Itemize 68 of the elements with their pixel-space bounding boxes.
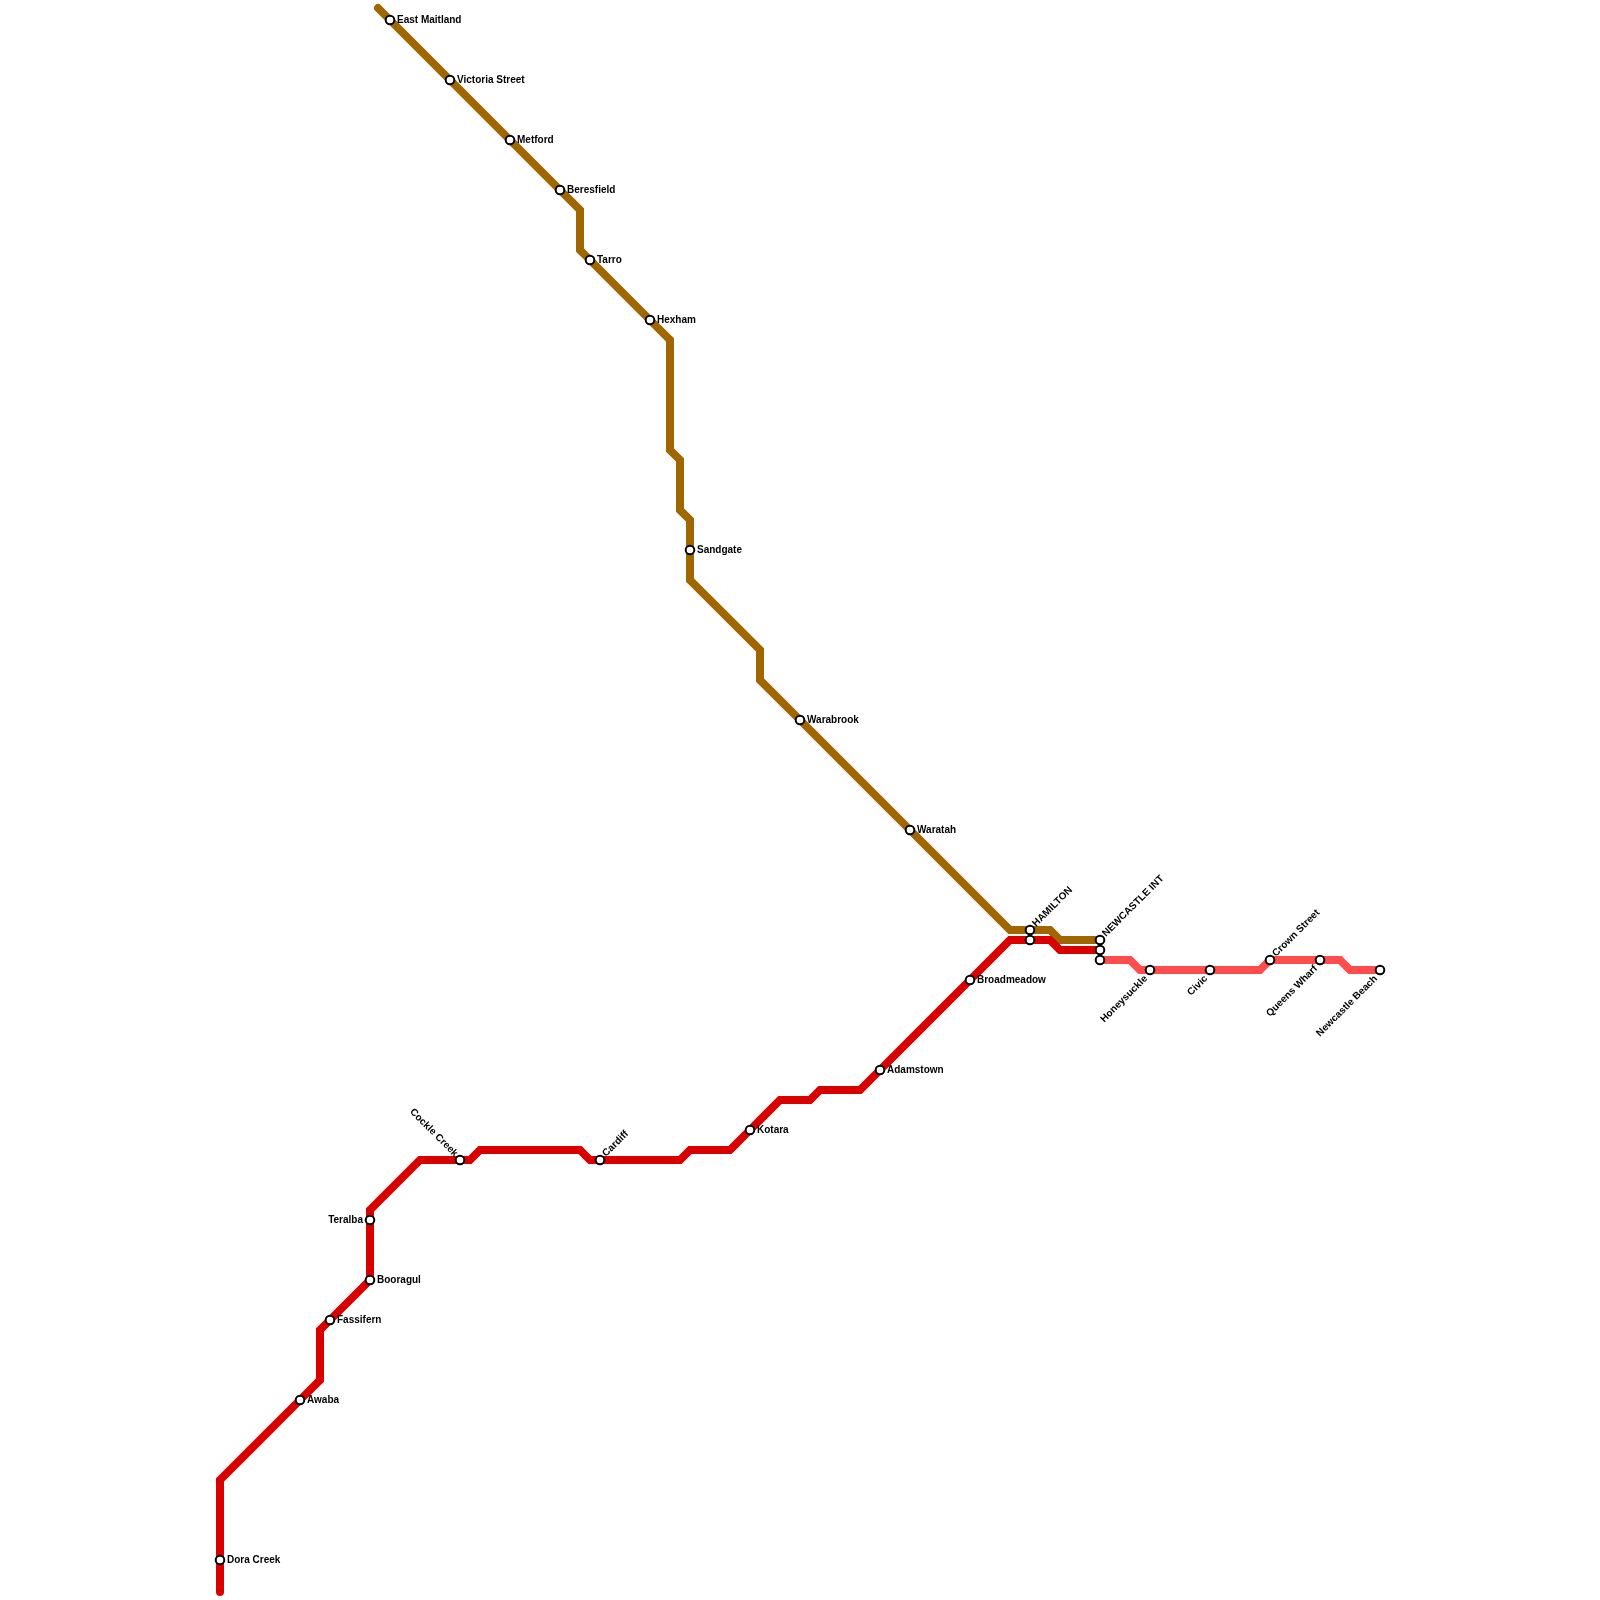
rail-line [649,319,694,549]
rail-line [749,1069,881,1131]
rail-line [216,1399,301,1559]
station-marker [1144,964,1156,976]
station-name: East Maitland [397,14,462,26]
rail-line [509,139,561,191]
station-marker [584,254,596,266]
rail-line [969,936,1029,981]
rail-line [559,189,591,261]
station-name: Tarro [597,254,622,266]
station-name: Beresfield [567,184,616,196]
rail-line [909,829,1029,934]
rail-line [374,4,391,21]
station-marker [504,134,516,146]
station-name: Teralba [328,1214,363,1226]
station-name: Adamstown [887,1064,944,1076]
rail-line [1151,966,1209,974]
station-marker [444,74,456,86]
station-name: Victoria Street [457,74,525,86]
station-marker [794,714,806,726]
station-name: Fassifern [337,1314,382,1326]
station-marker [594,1154,606,1166]
station-marker [384,14,396,26]
rail-line [1321,956,1379,974]
rail-line [799,719,911,831]
rail-line [366,1156,459,1219]
rail-line [449,79,511,141]
rail-line [1031,936,1099,954]
rail-line [879,979,971,1071]
station-marker [904,824,916,836]
rail-line [329,1279,371,1321]
rail-line [1031,926,1099,944]
rail-line [601,1129,751,1164]
station-name: Waratah [917,824,957,836]
station-marker [1264,954,1276,966]
station-marker [364,1214,376,1226]
station-name: Sandgate [697,544,742,556]
station-marker [294,1394,306,1406]
station-name: Kotara [757,1124,789,1136]
rail-line [299,1319,331,1401]
station-marker [214,1554,226,1566]
station-marker [1204,964,1216,976]
station-name: Warabrook [807,714,859,726]
rail-line [366,1221,374,1279]
station-marker [1314,954,1326,966]
rail-line [686,551,801,721]
station-marker [964,974,976,986]
station-marker [874,1064,886,1076]
station-marker [364,1274,376,1286]
station-marker [684,544,696,556]
station-name: Metford [517,134,554,146]
station-marker [1374,964,1386,976]
station-name: Booragul [377,1274,421,1286]
rail-line [216,1561,224,1596]
station-name: Broadmeadow [977,974,1046,986]
station-marker [324,1314,336,1326]
station-marker [744,1124,756,1136]
station-marker [644,314,656,326]
rail-line [461,1146,599,1164]
station-name: Awaba [307,1394,340,1406]
rail-line [589,259,651,321]
station-name: Dora Creek [227,1554,281,1566]
rail-line [1211,959,1271,974]
rail-line [1271,956,1319,964]
station-marker [554,184,566,196]
rail-line [389,19,451,81]
station-name: Hexham [657,314,696,326]
rail-line [1101,956,1149,974]
